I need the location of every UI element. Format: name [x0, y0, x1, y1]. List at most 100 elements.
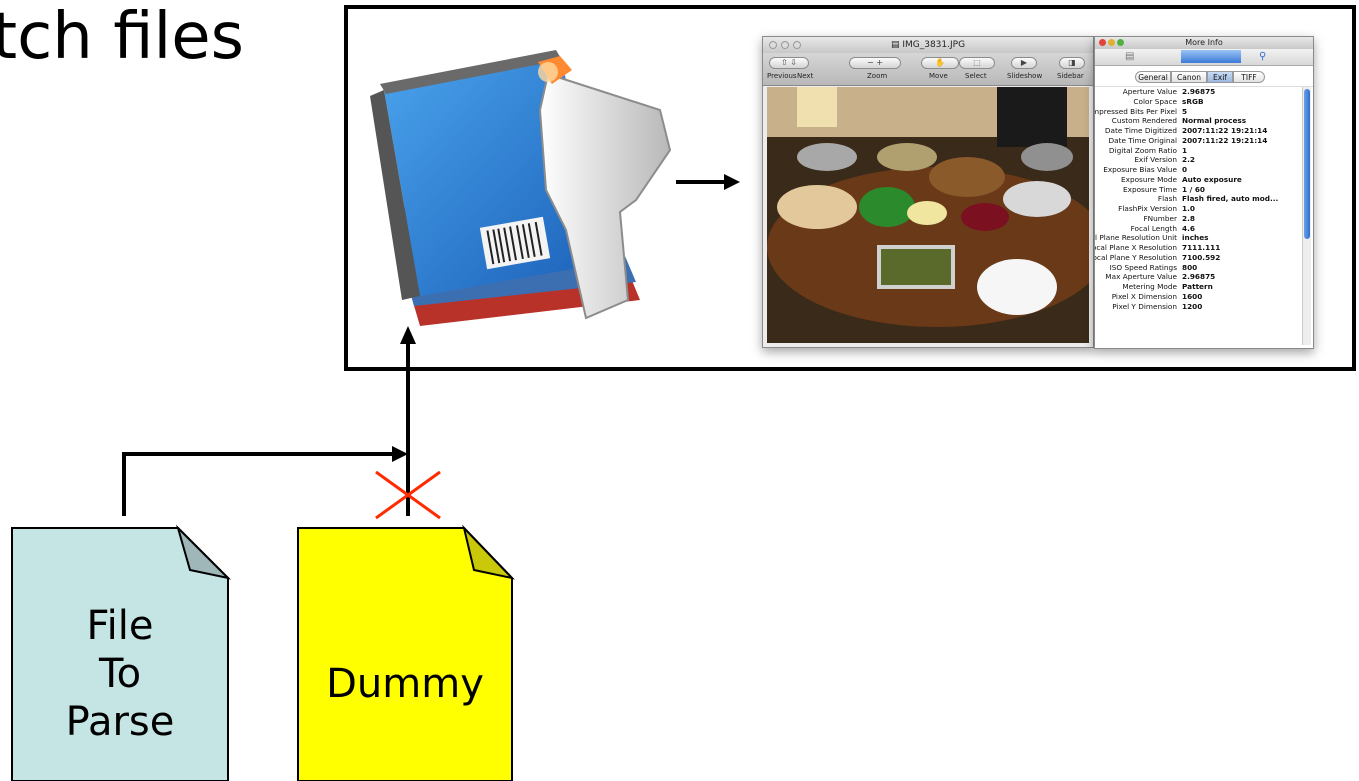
- exif-value: Normal process: [1182, 116, 1246, 126]
- file-label-line2: To: [12, 650, 228, 698]
- exif-value: 7100.592: [1182, 253, 1220, 263]
- exif-key: FNumber: [1143, 214, 1177, 224]
- exif-key: Date Time Digitized: [1105, 126, 1177, 136]
- exif-row: Custom Rendered Normal process: [1095, 116, 1301, 126]
- preview-toolbar: ⇧ ⇩ − + ✋ ⬚ ▶ ◨ Previous Next Zoom Move …: [763, 53, 1093, 86]
- exif-row: Focal Plane Y Resolution 7100.592: [1095, 253, 1301, 263]
- toolbar-label-move: Move: [929, 72, 948, 80]
- preview-title: IMG_3831.JPG: [902, 40, 965, 50]
- up-arrowhead: [400, 326, 416, 344]
- exif-row: FNumber 2.8: [1095, 214, 1301, 224]
- exif-value: 1200: [1182, 302, 1202, 312]
- sidebar-button[interactable]: ◨: [1059, 57, 1085, 69]
- exif-value: 2.96875: [1182, 272, 1215, 282]
- exif-row: Exif Version 2.2: [1095, 155, 1301, 165]
- close-button[interactable]: [1099, 39, 1106, 46]
- exif-value: 2.8: [1182, 214, 1195, 224]
- exif-key: Aperture Value: [1123, 87, 1177, 97]
- exif-rows: Aperture Value2.96875Color SpacesRGBComp…: [1095, 87, 1301, 311]
- exif-key: Exposure Mode: [1121, 175, 1177, 185]
- zoom-button[interactable]: [793, 41, 801, 49]
- more-info-panel: More Info ▤ ⚲ General Canon Exif TIFF Ap…: [1094, 36, 1314, 349]
- file-label-line3: Parse: [12, 698, 228, 746]
- exif-key: Date Time Original: [1109, 136, 1178, 146]
- more-info-title: More Info: [1185, 38, 1223, 47]
- exif-row: ISO Speed Ratings 800: [1095, 263, 1301, 273]
- exif-key: Exposure Bias Value: [1103, 165, 1177, 175]
- slideshow-button[interactable]: ▶: [1011, 57, 1037, 69]
- scrollbar-thumb[interactable]: [1304, 89, 1310, 239]
- tab-tiff[interactable]: TIFF: [1233, 71, 1265, 83]
- scrollbar[interactable]: [1302, 87, 1311, 345]
- exif-value: 2007:11:22 19:21:14: [1182, 126, 1267, 136]
- more-info-titlebar: More Info: [1095, 37, 1313, 49]
- exif-key: Exif Version: [1134, 155, 1177, 165]
- minimize-button[interactable]: [781, 41, 789, 49]
- toolbar-label-sidebar: Sidebar: [1057, 72, 1084, 80]
- previous-next-buttons[interactable]: ⇧ ⇩: [769, 57, 809, 69]
- exif-key: Pixel X Dimension: [1112, 292, 1177, 302]
- preview-window: ▤ IMG_3831.JPG ⇧ ⇩ − + ✋ ⬚ ▶ ◨ Previous …: [762, 36, 1094, 348]
- select-tool-button[interactable]: ⬚: [959, 57, 995, 69]
- toolbar-label-slideshow: Slideshow: [1007, 72, 1042, 80]
- exif-row: Exposure Time1 / 60: [1095, 185, 1301, 195]
- file-to-parse-connector: [124, 454, 396, 516]
- tab-general[interactable]: General: [1135, 71, 1171, 83]
- document-icon: ▤: [891, 40, 902, 50]
- exif-key: Focal Length: [1131, 224, 1177, 234]
- exif-row: Aperture Value2.96875: [1095, 87, 1301, 97]
- tab-exif[interactable]: Exif: [1207, 71, 1233, 83]
- info-tabs: General Canon Exif TIFF: [1095, 66, 1313, 87]
- exif-value: 7111.111: [1182, 243, 1220, 253]
- exif-row: Max Aperture Value2.96875: [1095, 272, 1301, 282]
- exif-key: FlashPix Version: [1118, 204, 1177, 214]
- exif-value: 1 / 60: [1182, 185, 1205, 195]
- toolbar-label-previous: Previous: [767, 72, 797, 80]
- exif-key: Focal Plane Resolution Unit: [1094, 233, 1177, 243]
- exif-key: Flash: [1158, 194, 1177, 204]
- exif-value: Pattern: [1182, 282, 1213, 292]
- spotlight-importer-icon: [370, 50, 670, 326]
- toolbar-label-next: Next: [797, 72, 813, 80]
- info-icon-selected[interactable]: [1181, 50, 1241, 63]
- close-button[interactable]: [769, 41, 777, 49]
- exif-value: 2.2: [1182, 155, 1195, 165]
- tab-canon[interactable]: Canon: [1171, 71, 1207, 83]
- exif-row: FlashPix Version1.0: [1095, 204, 1301, 214]
- minimize-button[interactable]: [1108, 39, 1115, 46]
- exif-row: Pixel Y Dimension 1200: [1095, 302, 1301, 312]
- exif-row: Metering Mode Pattern: [1095, 282, 1301, 292]
- exif-key: Metering Mode: [1122, 282, 1177, 292]
- document-icon[interactable]: ▤: [1125, 51, 1134, 62]
- exif-value: Auto exposure: [1182, 175, 1242, 185]
- preview-titlebar: ▤ IMG_3831.JPG: [763, 37, 1093, 53]
- zoom-button[interactable]: [1117, 39, 1124, 46]
- exif-key: Focal Plane Y Resolution: [1094, 253, 1177, 263]
- exif-value: 0: [1182, 165, 1187, 175]
- exif-row: Exposure Bias Value 0: [1095, 165, 1301, 175]
- exif-key: Focal Plane X Resolution: [1094, 243, 1177, 253]
- exif-key: Digital Zoom Ratio: [1109, 146, 1177, 156]
- exif-key: ISO Speed Ratings: [1110, 263, 1177, 273]
- exif-row: Focal Plane X Resolution 7111.111: [1095, 243, 1301, 253]
- info-icon-bar: ▤ ⚲: [1095, 49, 1313, 66]
- exif-key: Custom Rendered: [1112, 116, 1177, 126]
- connector-arrowhead: [392, 446, 408, 462]
- search-icon[interactable]: ⚲: [1259, 51, 1266, 62]
- exif-value: 5: [1182, 107, 1187, 117]
- toolbar-label-select: Select: [965, 72, 987, 80]
- exif-value: Flash fired, auto mod...: [1182, 194, 1278, 204]
- move-tool-button[interactable]: ✋: [921, 57, 959, 69]
- exif-key: Pixel Y Dimension: [1112, 302, 1177, 312]
- toolbar-label-zoom: Zoom: [867, 72, 887, 80]
- zoom-buttons[interactable]: − +: [849, 57, 901, 69]
- arrow-head-to-preview: [724, 174, 740, 190]
- file-to-parse-label: File To Parse: [12, 602, 228, 746]
- exif-row: Flash Flash fired, auto mod...: [1095, 194, 1301, 204]
- exif-value: 800: [1182, 263, 1197, 273]
